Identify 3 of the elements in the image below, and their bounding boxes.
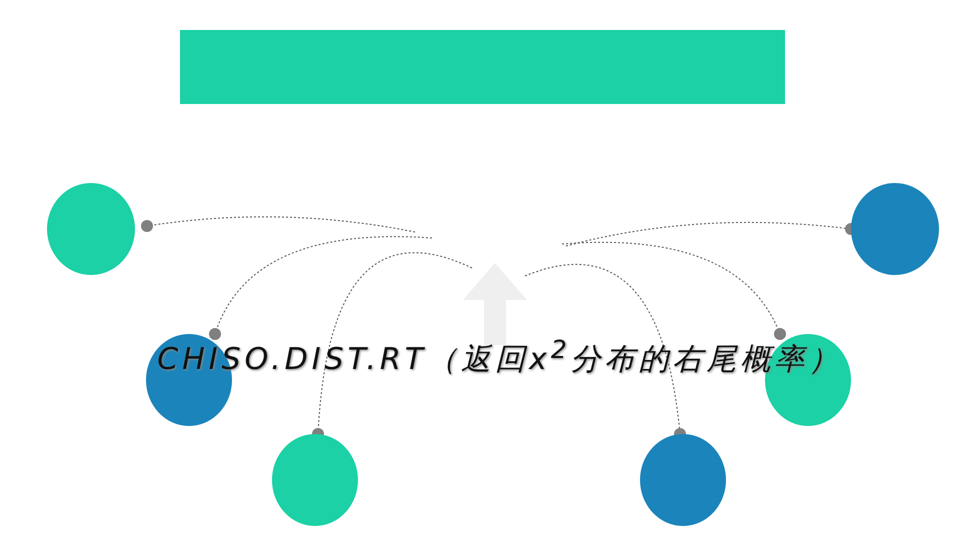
connector-line bbox=[562, 242, 786, 340]
connector-line bbox=[209, 236, 432, 340]
connector-line bbox=[141, 216, 416, 232]
